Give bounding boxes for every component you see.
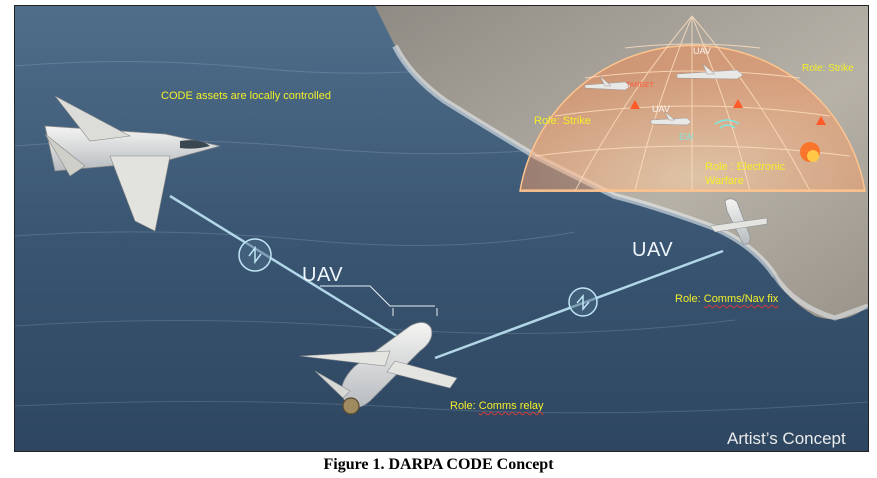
role-prefix: Role: (450, 400, 479, 412)
dome-target-label: TARGET (626, 82, 654, 89)
uav-label-leader (320, 285, 435, 307)
scene-svg (15, 6, 868, 451)
target-markers (630, 99, 826, 162)
dome-uav2-label: UAV (652, 104, 670, 114)
role-ew-label-line2: Warfare (705, 175, 744, 187)
dome-ew-label: EW (679, 132, 694, 142)
figure-caption: Figure 1. DARPA CODE Concept (323, 456, 554, 473)
dome-uav-2-icon (676, 69, 744, 80)
link-badges (238, 238, 598, 317)
ew-signal-icon (714, 119, 740, 129)
role-comms-nav-label: Role: Comms/Nav fix (675, 293, 778, 305)
target-marker-icon (630, 100, 640, 109)
artist-concept-label: Artist’s Concept (727, 429, 846, 448)
role-strike-right-label: Role: Strike (802, 63, 854, 74)
dome-uav-label: UAV (693, 46, 711, 56)
role-value: Comms/Nav fix (703, 293, 779, 305)
dome-uav-3-icon (650, 117, 692, 126)
uav-center-label: UAV (302, 264, 344, 286)
role-strike-left-label: Role: Strike (534, 115, 591, 127)
role-ew-label-line1: Role : Electronic (705, 161, 786, 173)
dome-aircraft-group (584, 63, 744, 126)
role-prefix: Role: (675, 293, 704, 305)
fighter-jet-icon (44, 95, 221, 232)
role-value: Comms relay (478, 400, 544, 412)
link-fighter-relay (169, 194, 406, 343)
uav-right-label: UAV (632, 239, 674, 261)
role-comms-relay-label: Role: Comms relay (450, 400, 544, 412)
uav-comms-nav-icon (709, 198, 768, 245)
uav-relay-icon (299, 322, 458, 415)
concept-illustration: CODE assets are locally controlled UAV U… (14, 5, 869, 452)
code-assets-label: CODE assets are locally controlled (161, 90, 331, 102)
